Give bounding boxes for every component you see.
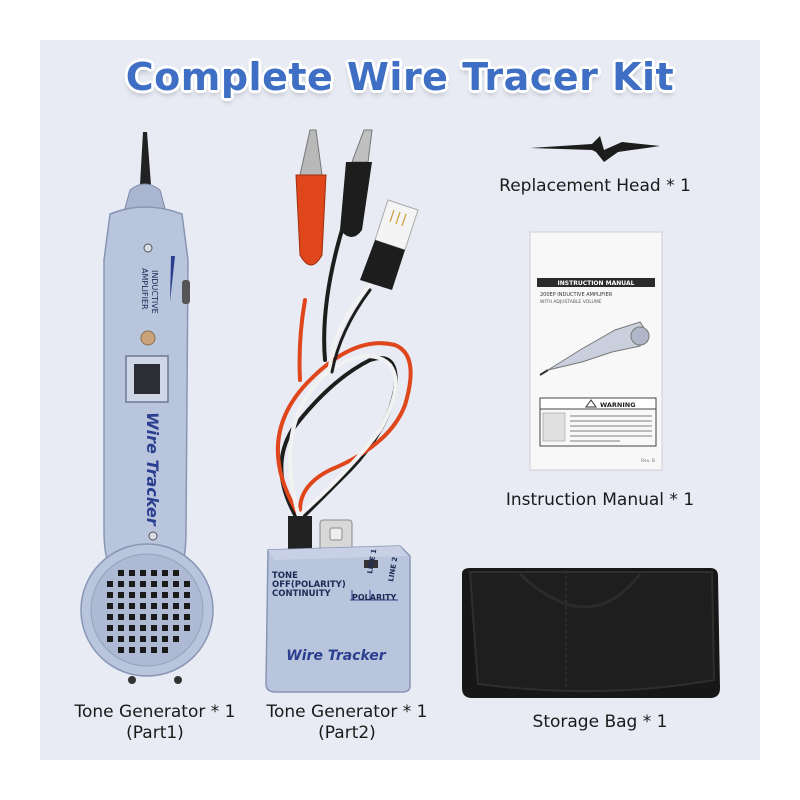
speaker-hole xyxy=(107,625,113,631)
speaker-hole xyxy=(173,570,179,576)
speaker-hole xyxy=(173,592,179,598)
speaker-hole xyxy=(129,603,135,609)
tone-generator: TONE OFF(POLARITY) CONTINUITY LINE 1 LIN… xyxy=(265,516,411,693)
speaker-hole xyxy=(151,570,157,576)
replacement-head-caption: Replacement Head * 1 xyxy=(499,176,691,196)
speaker-hole xyxy=(162,581,168,587)
probe-brand: Wire Tracker xyxy=(143,412,162,527)
speaker-hole xyxy=(107,614,113,620)
speaker-hole xyxy=(184,625,190,631)
speaker-hole xyxy=(118,581,124,587)
switch-continuity: CONTINUITY xyxy=(272,589,332,599)
rj11-plug xyxy=(360,199,419,290)
speaker-hole xyxy=(140,636,146,642)
speaker-hole xyxy=(140,603,146,609)
speaker-hole xyxy=(184,614,190,620)
manual-model: 200EP INDUCTIVE AMPLIFIER xyxy=(540,292,613,298)
generator-caption-line2: (Part2) xyxy=(318,723,376,743)
speaker-hole xyxy=(151,614,157,620)
speaker-hole xyxy=(140,581,146,587)
speaker-hole xyxy=(140,592,146,598)
speaker-hole xyxy=(140,614,146,620)
speaker-hole xyxy=(151,625,157,631)
speaker-hole xyxy=(129,647,135,653)
speaker-hole xyxy=(107,603,113,609)
probe-label-line1: INDUCTIVE xyxy=(150,270,159,314)
replacement-head xyxy=(530,136,660,162)
speaker-hole xyxy=(140,647,146,653)
test-leads xyxy=(275,218,413,522)
speaker-hole xyxy=(118,636,124,642)
speaker-hole xyxy=(151,592,157,598)
probe-caption-line1: Tone Generator * 1 xyxy=(74,702,236,722)
page-title: Complete Wire Tracer Kit xyxy=(125,55,675,99)
storage-bag xyxy=(462,568,720,698)
speaker-hole xyxy=(118,614,124,620)
speaker-hole xyxy=(162,625,168,631)
speaker-hole xyxy=(118,592,124,598)
speaker-hole xyxy=(107,636,113,642)
speaker-hole xyxy=(151,636,157,642)
probe-caption: Tone Generator * 1 (Part1) xyxy=(60,702,250,744)
manual-subtitle: WITH ADJUSTABLE VOLUME xyxy=(540,299,602,305)
speaker-hole xyxy=(118,603,124,609)
speaker-hole xyxy=(129,570,135,576)
speaker-hole xyxy=(173,614,179,620)
speaker-hole xyxy=(173,636,179,642)
manual-warning: WARNING xyxy=(600,401,636,409)
speaker-hole xyxy=(129,625,135,631)
manual-rev: Rev. B xyxy=(641,458,655,464)
speaker-hole xyxy=(162,603,168,609)
speaker-hole xyxy=(118,570,124,576)
speaker-hole xyxy=(162,614,168,620)
probe-label-line2: AMPLIFIER xyxy=(140,268,149,310)
switch-off: OFF(POLARITY) xyxy=(272,580,346,590)
speaker-hole xyxy=(184,603,190,609)
speaker-hole xyxy=(118,647,124,653)
speaker-hole xyxy=(129,614,135,620)
probe-caption-line2: (Part1) xyxy=(126,723,184,743)
instruction-manual: INSTRUCTION MANUAL 200EP INDUCTIVE AMPLI… xyxy=(529,231,663,471)
speaker-hole xyxy=(173,581,179,587)
speaker-hole xyxy=(107,581,113,587)
speaker-hole xyxy=(129,636,135,642)
speaker-hole xyxy=(184,581,190,587)
speaker-hole xyxy=(162,570,168,576)
speaker-hole xyxy=(162,592,168,598)
speaker-hole xyxy=(129,581,135,587)
generator-caption: Tone Generator * 1 (Part2) xyxy=(252,702,442,744)
speaker-hole xyxy=(151,581,157,587)
speaker-hole xyxy=(162,636,168,642)
switch-tone: TONE xyxy=(272,571,298,581)
speaker-hole xyxy=(118,625,124,631)
black-clip xyxy=(340,129,373,237)
switch-polarity: POLARITY xyxy=(352,593,397,602)
inductive-probe: INDUCTIVE AMPLIFIER Wire Tracker xyxy=(80,132,214,684)
red-clip xyxy=(295,129,327,266)
speaker-hole xyxy=(162,647,168,653)
speaker-hole xyxy=(151,647,157,653)
speaker-hole xyxy=(151,603,157,609)
speaker-hole xyxy=(173,625,179,631)
generator-brand: Wire Tracker xyxy=(286,648,386,664)
speaker-hole xyxy=(173,603,179,609)
speaker-hole xyxy=(140,625,146,631)
generator-caption-line1: Tone Generator * 1 xyxy=(266,702,428,722)
storage-bag-caption: Storage Bag * 1 xyxy=(532,712,668,732)
speaker-hole xyxy=(184,592,190,598)
speaker-hole xyxy=(140,570,146,576)
manual-header: INSTRUCTION MANUAL xyxy=(558,280,635,287)
speaker-hole xyxy=(129,592,135,598)
speaker-hole xyxy=(107,592,113,598)
manual-caption: Instruction Manual * 1 xyxy=(505,490,695,510)
